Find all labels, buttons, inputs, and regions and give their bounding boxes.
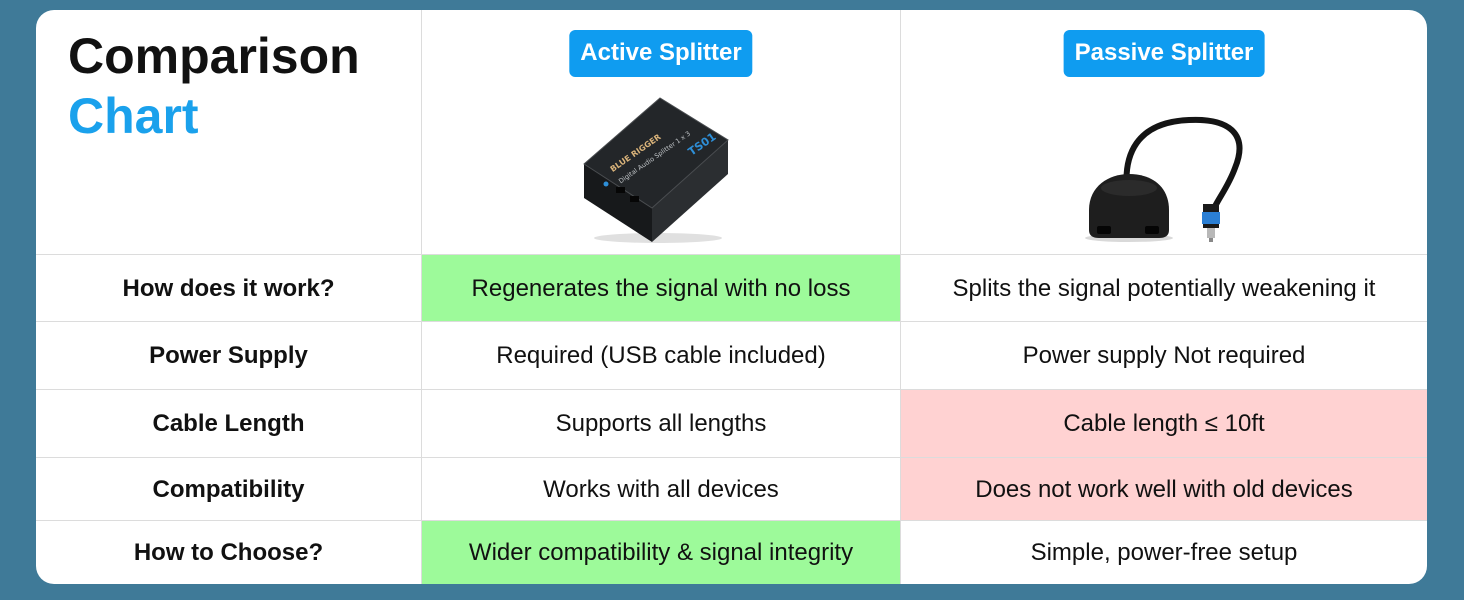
title-line-2: Chart xyxy=(68,88,199,144)
passive-splitter-image xyxy=(1085,116,1243,242)
passive-splitter-cell: Cable length ≤ 10ft xyxy=(901,390,1427,458)
passive-splitter-cell: Splits the signal potentially weakening … xyxy=(952,274,1376,302)
page-title: Comparison Chart xyxy=(68,26,360,146)
column-divider-1 xyxy=(421,10,422,584)
title-line-1: Comparison xyxy=(68,28,360,84)
table-row: Cable Length Supports all lengths Cable le… xyxy=(36,389,1427,458)
table-row: How to Choose? Wider compatibility & sign… xyxy=(36,520,1427,584)
comparison-card: Comparison Chart Active Splitter BLUE RI… xyxy=(36,10,1427,584)
row-label: Cable Length xyxy=(152,410,305,437)
passive-column-header: Passive Splitter xyxy=(901,10,1427,254)
active-splitter-cell: Works with all devices xyxy=(543,475,779,503)
table-row: How does it work? Regenerates the signal … xyxy=(36,254,1427,322)
active-splitter-cell: Wider compatibility & signal integrity xyxy=(422,521,900,584)
passive-splitter-cell: Simple, power-free setup xyxy=(1030,539,1298,566)
passive-splitter-cell: Power supply Not required xyxy=(1022,342,1306,369)
column-divider-2 xyxy=(900,10,901,584)
active-splitter-badge: Active Splitter xyxy=(569,30,753,77)
row-label: Power Supply xyxy=(149,342,308,369)
active-splitter-cell: Regenerates the signal with no loss xyxy=(422,255,900,322)
active-splitter-cell: Supports all lengths xyxy=(555,410,767,437)
row-label: How to Choose? xyxy=(133,539,324,566)
active-column-header: Active Splitter BLUE RIGGER Digital Audi… xyxy=(422,10,900,254)
row-label: Compatibility xyxy=(152,475,305,503)
table-row: Power Supply Required (USB cable included… xyxy=(36,321,1427,390)
passive-splitter-badge: Passive Splitter xyxy=(1063,30,1265,77)
passive-splitter-cell: Does not work well with old devices xyxy=(901,458,1427,521)
active-splitter-image: BLUE RIGGER Digital Audio Splitter 1 x 3… xyxy=(583,97,729,243)
active-splitter-cell: Required (USB cable included) xyxy=(496,342,826,369)
table-row: Compatibility Works with all devices Does … xyxy=(36,457,1427,521)
row-label: How does it work? xyxy=(122,274,335,302)
